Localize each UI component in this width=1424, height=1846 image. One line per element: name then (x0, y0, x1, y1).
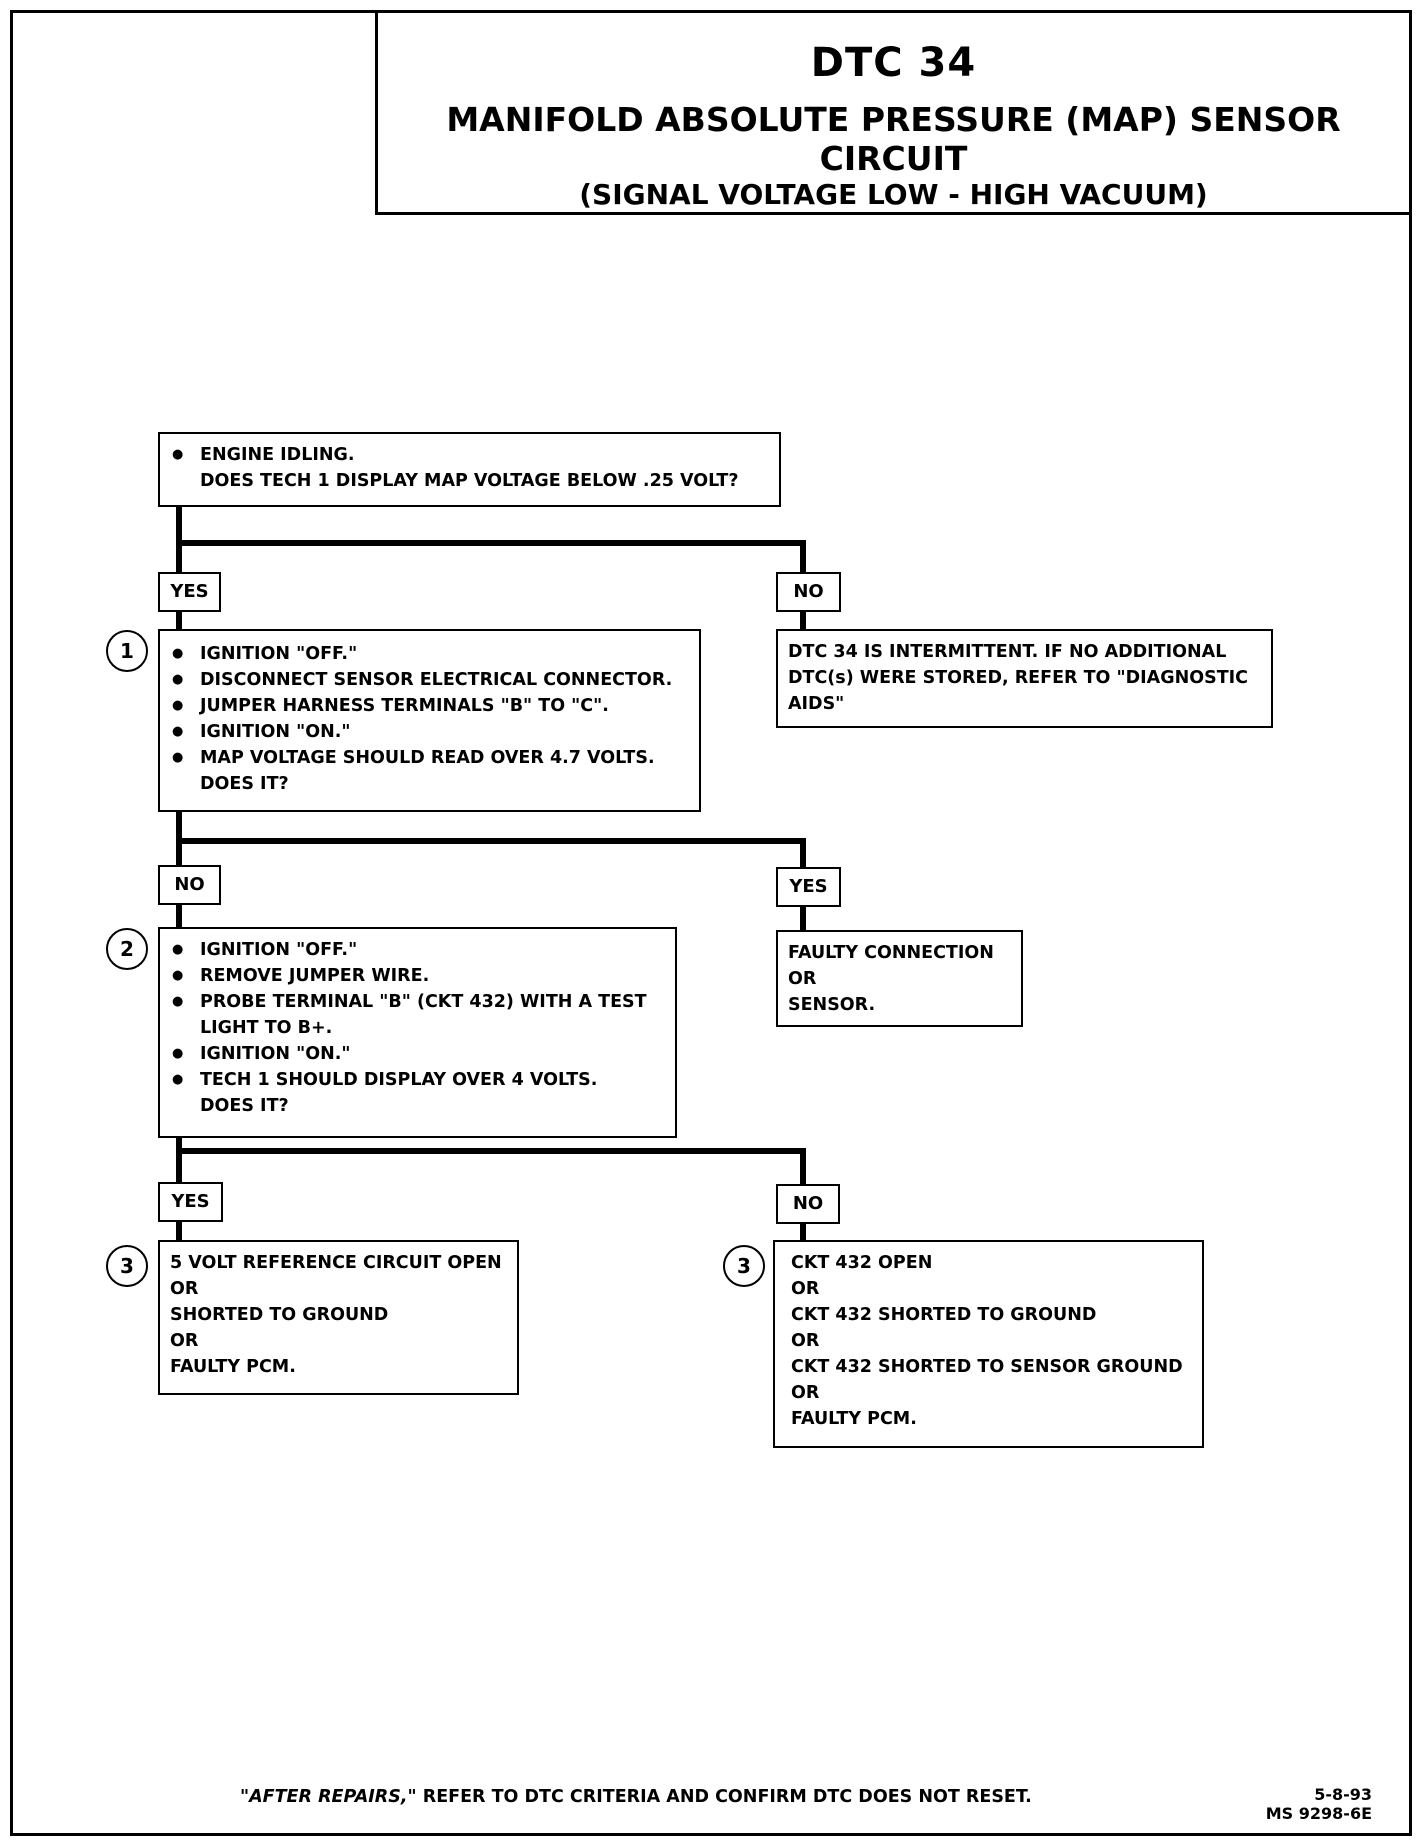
branch-yes-label: YES (158, 572, 221, 612)
result-line: OR (170, 1331, 199, 1351)
result-line: CKT 432 SHORTED TO GROUND (791, 1305, 1097, 1325)
document-stamp: 5-8-93 MS 9298-6E (1266, 1785, 1372, 1823)
step-question: DOES TECH 1 DISPLAY MAP VOLTAGE BELOW .2… (200, 471, 739, 491)
step-engine-idling: ENGINE IDLING. DOES TECH 1 DISPLAY MAP V… (158, 432, 781, 507)
connector-line (800, 905, 806, 935)
step-2-probe-terminal: IGNITION "OFF." REMOVE JUMPER WIRE. PROB… (158, 927, 677, 1138)
step-bullet: TECH 1 SHOULD DISPLAY OVER 4 VOLTS. (170, 1067, 665, 1093)
connector-line (176, 611, 182, 631)
connector-line (176, 1220, 182, 1240)
result-line: FAULTY PCM. (791, 1409, 917, 1429)
result-line: OR (791, 1331, 820, 1351)
stamp-date: 5-8-93 (1314, 1785, 1372, 1804)
result-line: OR (170, 1279, 199, 1299)
connector-line (800, 1222, 806, 1240)
branch-no-label: NO (158, 865, 221, 905)
result-ckt-432: CKT 432 OPEN OR CKT 432 SHORTED TO GROUN… (773, 1240, 1204, 1448)
result-line: FAULTY CONNECTION (788, 943, 994, 963)
page-subtitle: (SIGNAL VOLTAGE LOW - HIGH VACUUM) (579, 178, 1208, 211)
footer-text: REFER TO DTC CRITERIA AND CONFIRM DTC DO… (416, 1787, 1032, 1807)
branch-yes-label: YES (776, 867, 841, 907)
result-line: OR (791, 1383, 820, 1403)
result-line: AIDS" (788, 694, 845, 714)
step-number-badge: 3 (106, 1245, 148, 1287)
result-line: OR (791, 1279, 820, 1299)
step-bullet: IGNITION "OFF." (170, 937, 665, 963)
page-title: MANIFOLD ABSOLUTE PRESSURE (MAP) SENSOR … (446, 100, 1341, 178)
footer-note: "AFTER REPAIRS," REFER TO DTC CRITERIA A… (240, 1787, 1032, 1807)
result-faulty-connection: FAULTY CONNECTION OR SENSOR. (776, 930, 1023, 1027)
branch-no-label: NO (776, 572, 841, 612)
connector-line (176, 505, 182, 572)
connector-line (176, 838, 806, 844)
result-line: DTC 34 IS INTERMITTENT. IF NO ADDITIONAL (788, 642, 1227, 662)
branch-yes-label: YES (158, 1182, 223, 1222)
result-line: CKT 432 OPEN (791, 1253, 933, 1273)
footer-emphasis: "AFTER REPAIRS," (240, 1787, 417, 1807)
step-bullet: ENGINE IDLING. (170, 442, 769, 468)
result-5v-reference-open: 5 VOLT REFERENCE CIRCUIT OPEN OR SHORTED… (158, 1240, 519, 1395)
dtc-code: DTC 34 (810, 40, 977, 86)
connector-line (176, 1135, 182, 1182)
result-intermittent: DTC 34 IS INTERMITTENT. IF NO ADDITIONAL… (776, 629, 1273, 728)
step-bullet: MAP VOLTAGE SHOULD READ OVER 4.7 VOLTS. (170, 745, 689, 771)
connector-line (800, 838, 806, 867)
step-number-badge: 2 (106, 928, 148, 970)
result-line: DTC(s) WERE STORED, REFER TO "DIAGNOSTIC (788, 668, 1248, 688)
step-number-badge: 1 (106, 630, 148, 672)
connector-line (176, 1148, 806, 1154)
step-question: DOES IT? (200, 1096, 289, 1116)
result-line: OR (788, 969, 817, 989)
result-line: CKT 432 SHORTED TO SENSOR GROUND (791, 1357, 1183, 1377)
page-border (10, 10, 1412, 1836)
result-line: FAULTY PCM. (170, 1357, 296, 1377)
connector-line (800, 1148, 806, 1184)
step-question: DOES IT? (200, 774, 289, 794)
step-bullet: JUMPER HARNESS TERMINALS "B" TO "C". (170, 693, 689, 719)
result-line: 5 VOLT REFERENCE CIRCUIT OPEN (170, 1253, 502, 1273)
step-1-check-map-voltage: IGNITION "OFF." DISCONNECT SENSOR ELECTR… (158, 629, 701, 812)
title-block: DTC 34 MANIFOLD ABSOLUTE PRESSURE (MAP) … (375, 10, 1412, 215)
result-line: SENSOR. (788, 995, 876, 1015)
step-bullet: IGNITION "ON." (170, 719, 689, 745)
step-number-badge: 3 (723, 1245, 765, 1287)
step-bullet: DISCONNECT SENSOR ELECTRICAL CONNECTOR. (170, 667, 689, 693)
step-bullet: IGNITION "ON." (170, 1041, 665, 1067)
connector-line (176, 905, 182, 929)
step-bullet: PROBE TERMINAL "B" (CKT 432) WITH A TEST (170, 989, 665, 1015)
step-bullet: IGNITION "OFF." (170, 641, 689, 667)
branch-no-label: NO (776, 1184, 840, 1224)
connector-line (176, 540, 806, 546)
connector-line (800, 611, 806, 631)
result-line: SHORTED TO GROUND (170, 1305, 389, 1325)
step-bullet: REMOVE JUMPER WIRE. (170, 963, 665, 989)
stamp-code: MS 9298-6E (1265, 1804, 1372, 1823)
step-bullet-continuation: LIGHT TO B+. (200, 1018, 333, 1038)
connector-line (800, 540, 806, 572)
